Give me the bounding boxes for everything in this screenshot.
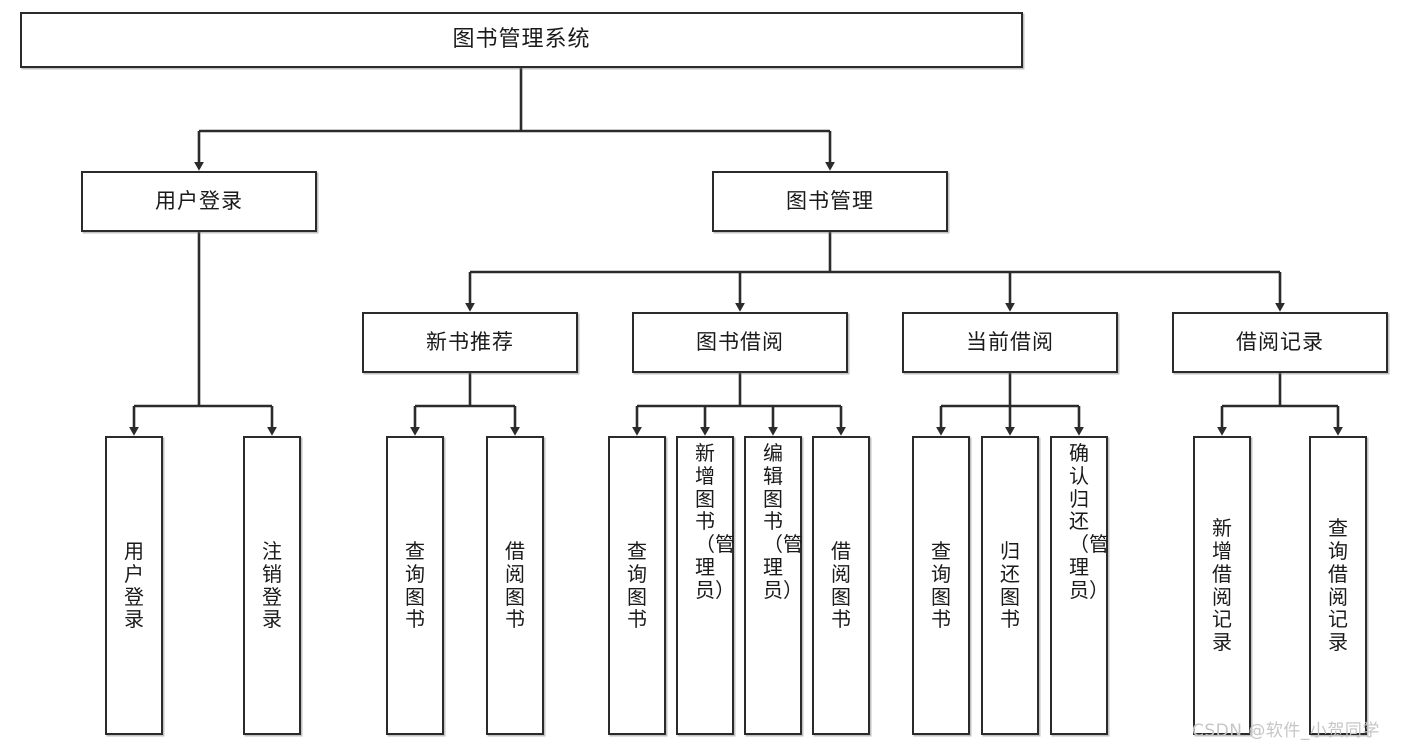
leaf-add-book[interactable]: 新增图书（管理员） [676,436,735,735]
leaf-user-logout-label: 注销登录 [262,538,282,632]
node-current-borrow-label: 当前借阅 [966,330,1054,354]
leaf-add-book-label: 新增图书（管理员） [695,441,735,602]
leaf-query-book-2[interactable]: 查询图书 [608,436,666,735]
leaf-user-login[interactable]: 用户登录 [105,436,163,735]
leaf-edit-book-label: 编辑图书（管理员） [763,441,803,602]
node-book-borrow-label: 图书借阅 [696,330,784,354]
node-book-management[interactable]: 图书管理 [712,171,948,232]
leaf-borrow-book-2[interactable]: 借阅图书 [812,436,870,735]
leaf-query-book-2-label: 查询图书 [627,538,647,632]
node-book-management-label: 图书管理 [786,189,874,213]
leaf-user-login-label: 用户登录 [124,538,144,632]
leaf-add-record-label: 新增借阅记录 [1212,516,1232,655]
leaf-edit-book[interactable]: 编辑图书（管理员） [744,436,803,735]
leaf-borrow-book-1-label: 借阅图书 [505,538,525,632]
leaf-confirm-return-label: 确认归还（管理员） [1069,441,1109,602]
node-new-book-recommend-label: 新书推荐 [426,330,514,354]
leaf-query-record-label: 查询借阅记录 [1328,516,1348,655]
leaf-query-book-3-label: 查询图书 [931,538,951,632]
leaf-borrow-book-2-label: 借阅图书 [831,538,851,632]
node-root[interactable]: 图书管理系统 [20,12,1023,68]
leaf-add-record[interactable]: 新增借阅记录 [1193,436,1251,735]
node-user-login[interactable]: 用户登录 [81,171,317,232]
leaf-query-book-1[interactable]: 查询图书 [386,436,444,735]
leaf-query-record[interactable]: 查询借阅记录 [1309,436,1367,735]
node-borrow-records-label: 借阅记录 [1236,330,1324,354]
node-root-label: 图书管理系统 [452,27,591,52]
leaf-confirm-return[interactable]: 确认归还（管理员） [1050,436,1109,735]
node-book-borrow[interactable]: 图书借阅 [632,312,848,373]
node-new-book-recommend[interactable]: 新书推荐 [362,312,578,373]
leaf-return-book-label: 归还图书 [1000,538,1020,632]
node-user-login-label: 用户登录 [155,189,243,213]
leaf-borrow-book-1[interactable]: 借阅图书 [486,436,544,735]
leaf-query-book-1-label: 查询图书 [405,538,425,632]
leaf-user-logout[interactable]: 注销登录 [243,436,301,735]
node-borrow-records[interactable]: 借阅记录 [1172,312,1388,373]
node-current-borrow[interactable]: 当前借阅 [902,312,1118,373]
leaf-query-book-3[interactable]: 查询图书 [912,436,970,735]
leaf-return-book[interactable]: 归还图书 [981,436,1039,735]
